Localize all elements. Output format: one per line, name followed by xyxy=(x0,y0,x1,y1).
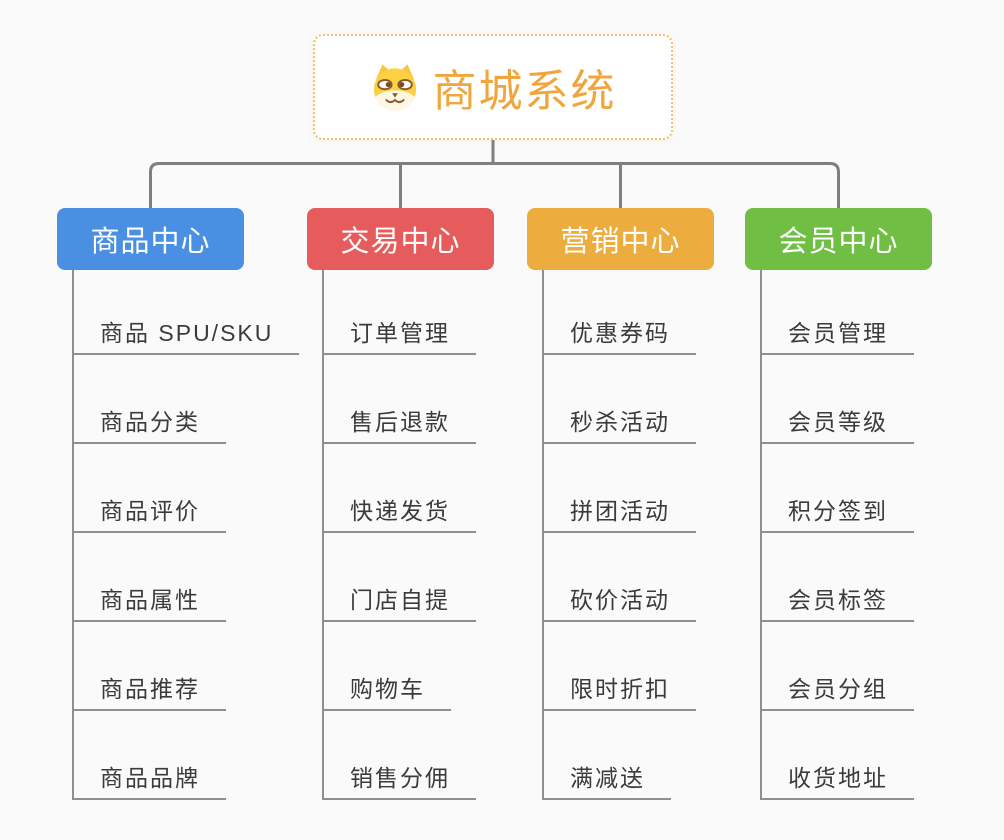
branch-item[interactable]: 商品属性 xyxy=(73,588,226,622)
branch-item[interactable]: 订单管理 xyxy=(323,321,476,355)
branch-item[interactable]: 快递发货 xyxy=(323,499,476,533)
branch-item[interactable]: 商品 SPU/SKU xyxy=(73,321,300,355)
branch-item[interactable]: 门店自提 xyxy=(323,588,476,622)
branch-item[interactable]: 会员分组 xyxy=(761,677,914,711)
branch-items-product: 商品 SPU/SKU 商品分类 商品评价 商品属性 商品推荐 商品品牌 xyxy=(73,0,300,840)
branch-header-trade[interactable]: 交易中心 xyxy=(307,208,494,270)
mindmap-root-node[interactable]: 商城系统 xyxy=(313,34,673,140)
branch-item[interactable]: 满减送 xyxy=(543,766,671,800)
branch-item[interactable]: 积分签到 xyxy=(761,499,914,533)
branch-item[interactable]: 限时折扣 xyxy=(543,677,696,711)
branch-header-label: 会员中心 xyxy=(778,226,899,258)
branch-header-product[interactable]: 商品中心 xyxy=(57,208,244,270)
branch-item[interactable]: 售后退款 xyxy=(323,410,476,444)
branch-header-label: 营销中心 xyxy=(560,226,681,258)
branch-item[interactable]: 收货地址 xyxy=(761,766,914,800)
branch-item[interactable]: 拼团活动 xyxy=(543,499,696,533)
branch-header-member[interactable]: 会员中心 xyxy=(745,208,932,270)
branch-item[interactable]: 购物车 xyxy=(323,677,451,711)
branch-item[interactable]: 销售分佣 xyxy=(323,766,476,800)
root-node-title: 商城系统 xyxy=(432,67,617,116)
branch-items-member: 会员管理 会员等级 积分签到 会员标签 会员分组 收货地址 xyxy=(761,0,914,840)
branch-item[interactable]: 砍价活动 xyxy=(543,588,696,622)
branch-header-label: 交易中心 xyxy=(340,226,461,258)
branch-item[interactable]: 会员管理 xyxy=(761,321,914,355)
branch-item[interactable]: 优惠券码 xyxy=(543,321,696,355)
branch-item[interactable]: 会员等级 xyxy=(761,410,914,444)
branch-item[interactable]: 秒杀活动 xyxy=(543,410,696,444)
branch-item[interactable]: 商品分类 xyxy=(73,410,226,444)
branch-item[interactable]: 商品评价 xyxy=(73,499,226,533)
branch-item[interactable]: 会员标签 xyxy=(761,588,914,622)
branch-items-marketing: 优惠券码 秒杀活动 拼团活动 砍价活动 限时折扣 满减送 xyxy=(543,0,696,840)
branch-header-marketing[interactable]: 营销中心 xyxy=(527,208,714,270)
branch-items-trade: 订单管理 售后退款 快递发货 门店自提 购物车 销售分佣 xyxy=(323,0,476,840)
branch-item[interactable]: 商品品牌 xyxy=(73,766,226,800)
branch-item[interactable]: 商品推荐 xyxy=(73,677,226,711)
branch-header-label: 商品中心 xyxy=(90,226,211,258)
shiba-dog-icon xyxy=(370,63,420,112)
